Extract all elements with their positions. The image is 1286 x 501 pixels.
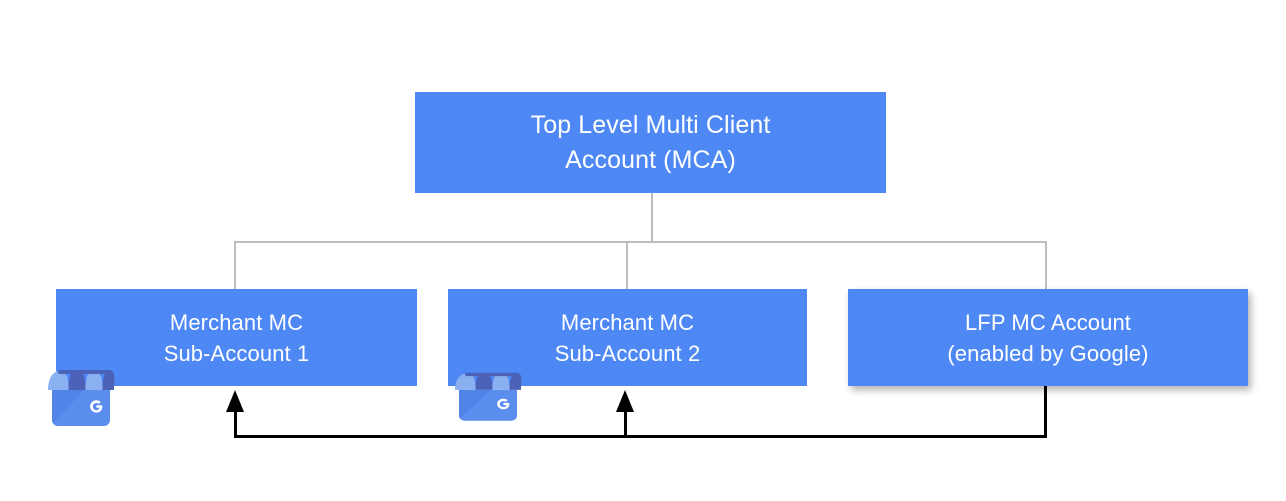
node-lfp-mc-account-label: LFP MC Account (enabled by Google) [947, 307, 1148, 369]
node-merchant-mc-sub-account-1-line1: Merchant MC [169, 309, 304, 335]
node-merchant-mc-sub-account-2-line1: Merchant MC [560, 309, 695, 335]
node-merchant-mc-sub-account-1-label: Merchant MC Sub-Account 1 [164, 307, 310, 369]
node-lfp-mc-account-line2: (enabled by Google) [947, 340, 1149, 366]
node-lfp-mc-account[interactable]: LFP MC Account (enabled by Google) [848, 289, 1248, 386]
feedback-line-vertical-from-lfp [1044, 386, 1047, 438]
connector-drop-lfp-account [1045, 241, 1047, 290]
node-top-level-mca-line1: Top Level Multi Client [530, 110, 771, 139]
feedback-line-vertical-to-sub-account-2 [624, 408, 627, 438]
node-merchant-mc-sub-account-2-label: Merchant MC Sub-Account 2 [555, 307, 701, 369]
google-business-profile-icon [451, 371, 525, 425]
feedback-line-horizontal [234, 435, 1047, 438]
node-lfp-mc-account-line1: LFP MC Account [964, 309, 1132, 335]
node-top-level-mca-label: Top Level Multi Client Account (MCA) [531, 108, 771, 178]
node-top-level-mca-line2: Account (MCA) [565, 145, 736, 174]
connector-drop-sub-account-1 [234, 241, 236, 290]
node-merchant-mc-sub-account-1-line2: Sub-Account 1 [163, 340, 310, 366]
node-merchant-mc-sub-account-2[interactable]: Merchant MC Sub-Account 2 [448, 289, 807, 386]
arrowhead-to-sub-account-1 [226, 390, 244, 412]
node-merchant-mc-sub-account-2-line2: Sub-Account 2 [554, 340, 701, 366]
google-business-profile-icon [44, 368, 118, 431]
connector-horizontal-bus [234, 241, 1047, 243]
connector-root-stem [651, 193, 653, 243]
arrowhead-to-sub-account-2 [616, 390, 634, 412]
connector-drop-sub-account-2 [626, 241, 628, 290]
node-top-level-mca[interactable]: Top Level Multi Client Account (MCA) [415, 92, 886, 193]
node-merchant-mc-sub-account-1[interactable]: Merchant MC Sub-Account 1 [56, 289, 417, 386]
feedback-line-vertical-to-sub-account-1 [234, 408, 237, 438]
